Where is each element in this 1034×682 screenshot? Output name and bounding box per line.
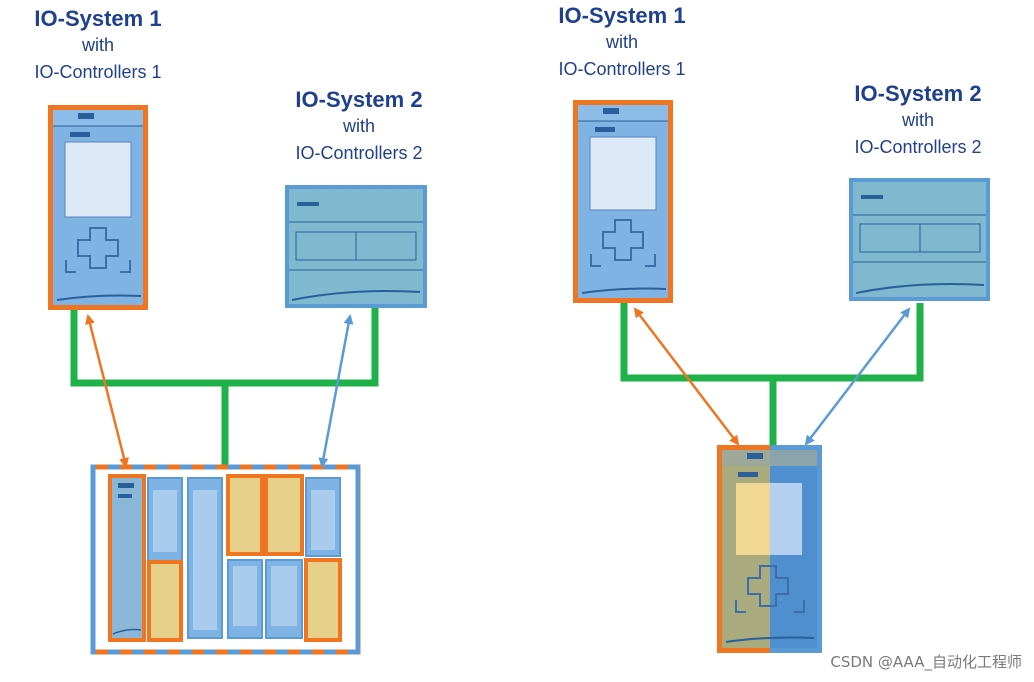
io-system-title: IO-System 2 <box>854 81 982 106</box>
network-left <box>70 308 379 468</box>
io-controllers-text: IO-Controllers 1 <box>34 62 162 82</box>
with-text: with <box>81 35 115 55</box>
label-io-system-2-left: IO-System 2 with IO-Controllers 2 <box>295 86 422 167</box>
io-system-title: IO-System 2 <box>295 87 423 112</box>
with-text: with <box>605 32 639 52</box>
controller-1-cpu-right <box>573 100 673 303</box>
controller-2-plc-right <box>849 178 990 301</box>
io-system-title: IO-System 1 <box>34 6 162 31</box>
arrow-system1-left <box>85 314 129 468</box>
label-io-system-1-right: IO-System 1 with IO-Controllers 1 <box>558 2 685 83</box>
with-text: with <box>901 110 935 130</box>
controller-1-cpu-left <box>48 105 148 310</box>
label-io-system-1-left: IO-System 1 with IO-Controllers 1 <box>34 5 161 86</box>
label-io-system-2-right: IO-System 2 with IO-Controllers 2 <box>854 80 981 161</box>
io-system-title: IO-System 1 <box>558 3 686 28</box>
with-text: with <box>342 116 376 136</box>
network-right <box>620 303 924 448</box>
arrow-system2-right <box>804 307 911 446</box>
io-controllers-text: IO-Controllers 2 <box>295 143 423 163</box>
arrow-system2-left <box>318 314 354 468</box>
io-controllers-text: IO-Controllers 1 <box>558 59 686 79</box>
io-device-shared-right <box>717 445 822 653</box>
io-controllers-text: IO-Controllers 2 <box>854 137 982 157</box>
io-device-rack-left <box>90 464 361 655</box>
arrow-system1-right <box>633 307 740 446</box>
controller-2-plc-left <box>285 185 427 308</box>
watermark: CSDN @AAA_自动化工程师 <box>830 653 1022 671</box>
